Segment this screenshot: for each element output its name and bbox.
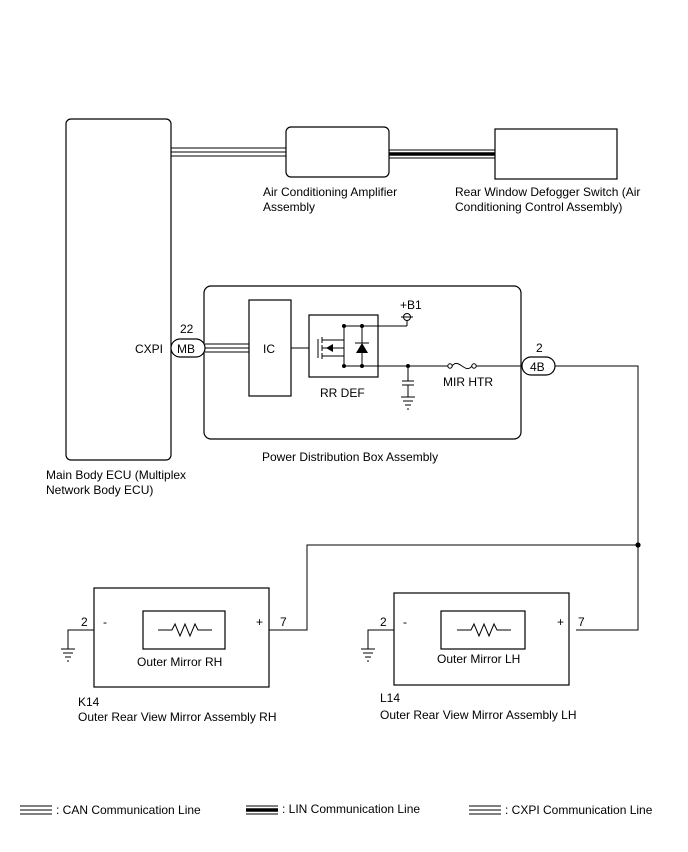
pdb-label: Power Distribution Box Assembly [262, 450, 438, 464]
legend-cxpi-symbol [469, 805, 501, 815]
rh-assembly-label: Outer Rear View Mirror Assembly RH [78, 710, 277, 724]
ac-amplifier-box [285, 126, 390, 178]
rh-code-label: K14 [78, 695, 100, 709]
pin-2-top-label: 2 [536, 341, 543, 355]
mb-connector-label: MB [177, 342, 195, 356]
rh-pin-right-label: 7 [280, 615, 287, 629]
lh-pin-right-label: 7 [578, 615, 585, 629]
ac-amplifier-label-2: Assembly [263, 200, 315, 214]
ic-box [248, 299, 292, 397]
ic-label: IC [263, 342, 275, 356]
lh-ground-icon [361, 648, 375, 662]
legend-can-symbol [20, 805, 52, 815]
main-body-ecu-box [65, 118, 172, 461]
lh-mirror-label: Outer Mirror LH [437, 652, 520, 666]
legend-can-label: : CAN Communication Line [56, 803, 201, 817]
lh-plus-label: + [557, 615, 564, 629]
lh-ground-wire [367, 629, 394, 649]
output-wire-to-lh [555, 365, 639, 631]
mosfet-symbol [317, 326, 345, 366]
pin-22-label: 22 [180, 322, 194, 336]
mir-htr-label: MIR HTR [443, 375, 493, 389]
cxpi-line-mb-to-ic [205, 343, 249, 353]
rh-plus-label: + [256, 615, 263, 629]
lh-assembly-label: Outer Rear View Mirror Assembly LH [380, 708, 577, 722]
rh-ground-icon [61, 648, 75, 662]
legend-lin-label: : LIN Communication Line [282, 802, 420, 816]
4b-connector-label: 4B [530, 360, 545, 374]
rh-heater-box [142, 610, 226, 650]
lh-code-label: L14 [380, 691, 400, 705]
lin-line-ac-to-defogger [389, 149, 495, 159]
defogger-switch-box [494, 128, 618, 180]
diode-symbol [344, 325, 369, 367]
junction-dot [342, 324, 346, 328]
lh-pin-left-label: 2 [380, 615, 387, 629]
cxpi-label: CXPI [135, 342, 163, 356]
rh-pin-left-label: 2 [81, 615, 88, 629]
rh-heater-resistor [158, 622, 212, 638]
output-wire-to-rh [268, 544, 638, 631]
cxpi-line-ecu-to-ac [171, 147, 286, 157]
lh-heater-resistor [457, 622, 511, 638]
main-ecu-label-1: Main Body ECU (Multiplex [46, 468, 186, 482]
rh-ground-wire [67, 629, 94, 649]
defogger-label-2: Conditioning Control Assembly) [455, 200, 622, 214]
splice-junction [635, 542, 641, 548]
rr-def-label: RR DEF [320, 386, 365, 400]
junction-dot [342, 364, 346, 368]
legend-lin-symbol [246, 805, 278, 815]
legend-cxpi-label: : CXPI Communication Line [505, 803, 653, 817]
capacitor-ground-symbol [401, 366, 415, 410]
b1-label: +B1 [400, 298, 422, 312]
mir-htr-fuse [447, 362, 477, 370]
rh-mirror-label: Outer Mirror RH [137, 655, 222, 669]
main-ecu-label-2: Network Body ECU) [46, 483, 153, 497]
lh-heater-box [440, 610, 526, 650]
lh-minus-label: - [403, 615, 407, 629]
rh-minus-label: - [103, 615, 107, 629]
defogger-label-1: Rear Window Defogger Switch (Air [455, 185, 640, 199]
ac-amplifier-label-1: Air Conditioning Amplifier [263, 185, 397, 199]
